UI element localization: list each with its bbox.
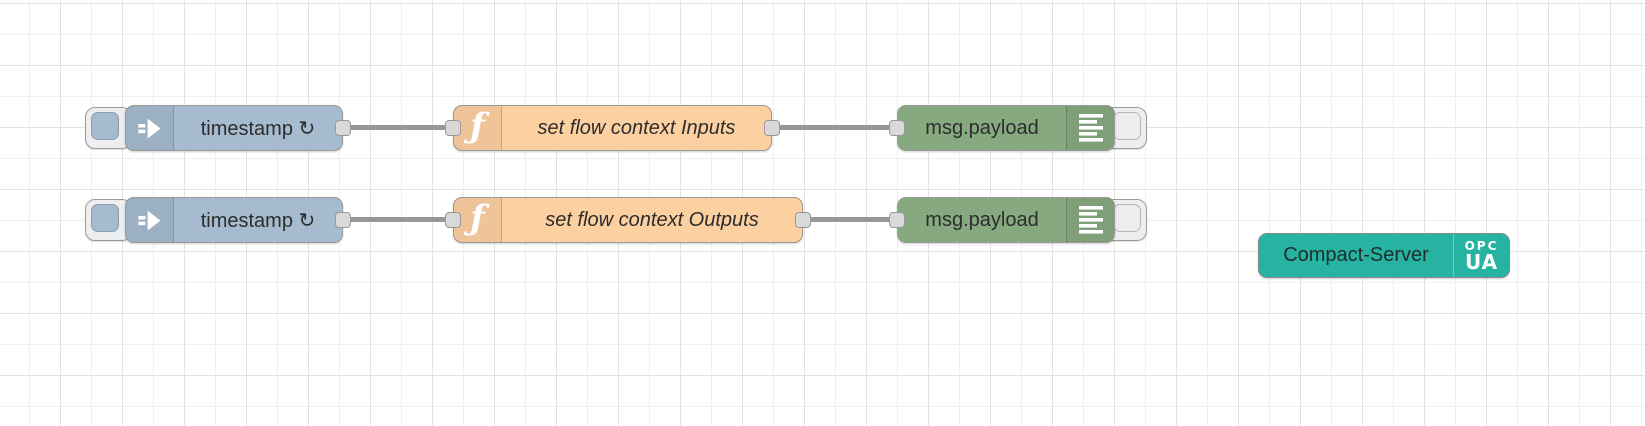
inject-arrow-icon xyxy=(137,118,160,139)
input-port[interactable] xyxy=(445,120,461,136)
debug-node-1[interactable]: msg.payload xyxy=(889,105,1115,151)
inject-node-label: timestamp ↻ xyxy=(200,117,316,140)
input-port[interactable] xyxy=(445,212,461,228)
debug-toggle-inner[interactable] xyxy=(1113,204,1141,232)
input-port[interactable] xyxy=(889,120,905,136)
input-port[interactable] xyxy=(889,212,905,228)
function-icon-region: ƒ xyxy=(454,198,502,242)
debug-node-label: msg.payload xyxy=(925,116,1039,139)
debug-node-2[interactable]: msg.payload xyxy=(889,197,1115,243)
function-icon: ƒ xyxy=(470,198,485,238)
opcua-logo-line2: UA xyxy=(1464,249,1499,274)
output-port[interactable] xyxy=(764,120,780,136)
function-node-1[interactable]: ƒ set flow context Inputs xyxy=(445,105,780,151)
inject-button-inner[interactable] xyxy=(91,112,119,140)
debug-icon-region xyxy=(1066,106,1114,150)
inject-button[interactable] xyxy=(85,199,132,241)
debug-node-label: msg.payload xyxy=(925,208,1039,231)
inject-node-2[interactable]: timestamp ↻ xyxy=(125,197,351,243)
debug-toggle-inner[interactable] xyxy=(1113,112,1141,140)
output-port[interactable] xyxy=(335,212,351,228)
inject-icon-region xyxy=(126,198,174,242)
inject-arrow-icon xyxy=(137,210,160,231)
wire-inject1-function1[interactable] xyxy=(343,125,455,130)
function-node-label: set flow context Inputs xyxy=(537,116,736,139)
debug-list-icon xyxy=(1078,114,1103,142)
inject-node-label: timestamp ↻ xyxy=(200,209,316,232)
inject-button[interactable] xyxy=(85,107,132,149)
opcua-logo-icon: OPC UA xyxy=(1453,234,1509,277)
function-icon-region: ƒ xyxy=(454,106,502,150)
output-port[interactable] xyxy=(795,212,811,228)
opcua-logo-line1: OPC xyxy=(1464,238,1499,253)
inject-node-1[interactable]: timestamp ↻ xyxy=(125,105,351,151)
function-node-2[interactable]: ƒ set flow context Outputs xyxy=(445,197,811,243)
inject-icon-region xyxy=(126,106,174,150)
server-node-label: Compact-Server xyxy=(1283,244,1429,266)
wire-function1-debug1[interactable] xyxy=(770,125,899,130)
function-icon: ƒ xyxy=(470,106,485,146)
wire-inject2-function2[interactable] xyxy=(343,217,455,222)
opcua-compact-server-node[interactable]: Compact-Server OPC UA xyxy=(1258,233,1510,278)
wire-function2-debug2[interactable] xyxy=(801,217,899,222)
function-node-label: set flow context Outputs xyxy=(545,208,759,231)
output-port[interactable] xyxy=(335,120,351,136)
debug-list-icon xyxy=(1078,206,1103,234)
inject-button-inner[interactable] xyxy=(91,204,119,232)
debug-icon-region xyxy=(1066,198,1114,242)
